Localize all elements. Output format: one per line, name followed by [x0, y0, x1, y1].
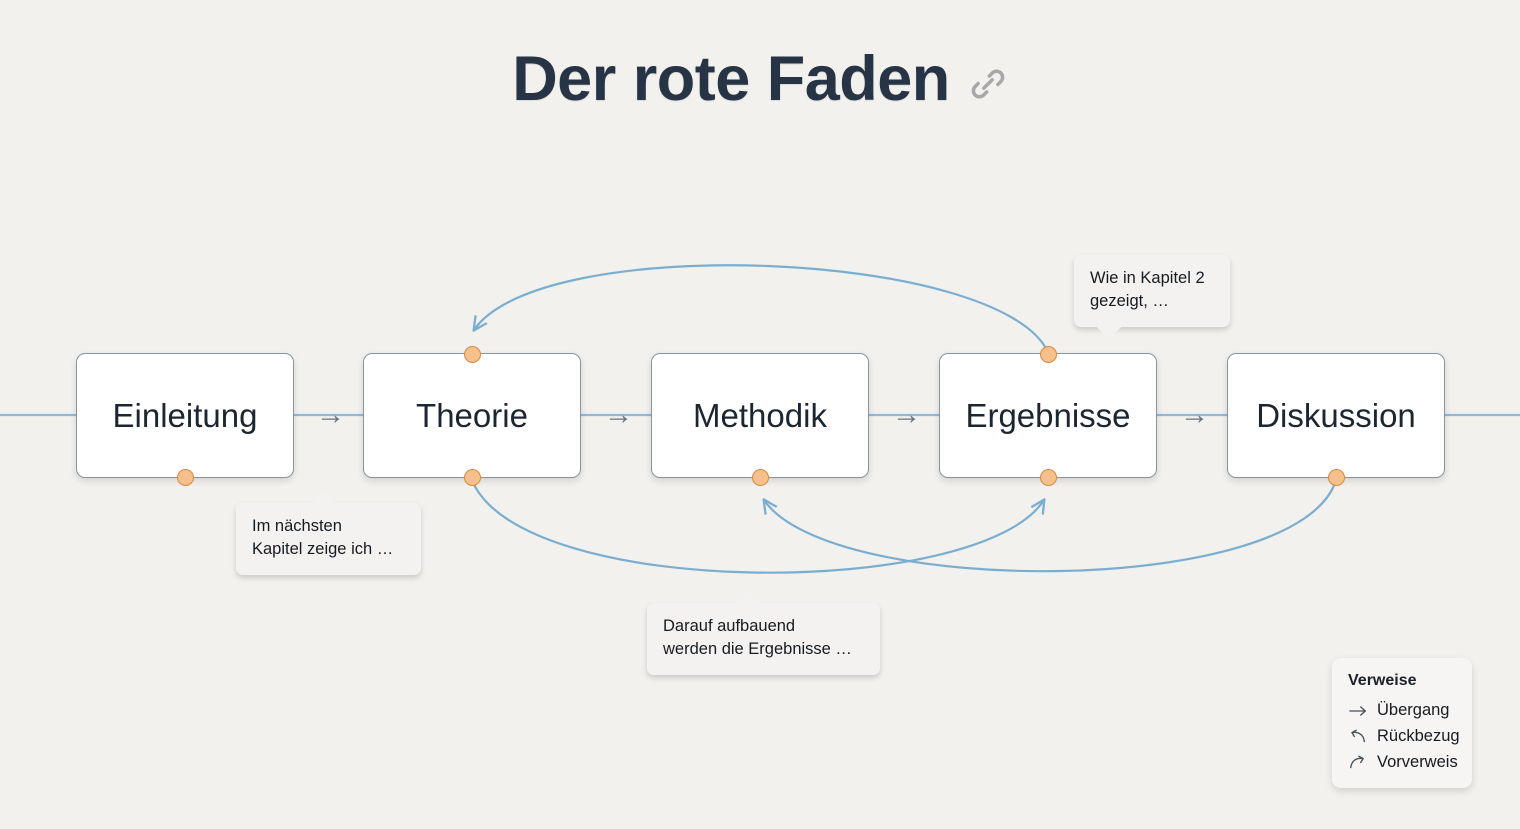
callout-ergebnisse: Wie in Kapitel 2 gezeigt, …	[1074, 255, 1230, 340]
legend-panel: Verweise Übergang Rückbezug	[1332, 658, 1472, 788]
chapter-node-methodik[interactable]: Methodik	[651, 353, 869, 486]
transition-arrow-ergebnisse-diskussion: →	[1180, 399, 1209, 431]
connector-dot-bottom[interactable]	[1327, 468, 1345, 486]
arrow-curve-back-icon	[1348, 728, 1368, 746]
callout-line: Im nächsten	[252, 517, 342, 535]
reference-arc-ergebnisse-theorie	[474, 264, 1049, 353]
reference-arc-diskussion-methodik	[764, 479, 1338, 573]
reference-arc-theorie-ergebnisse	[470, 479, 1044, 574]
chapter-node-diskussion[interactable]: Diskussion	[1227, 353, 1445, 486]
chapter-node-label: Theorie	[416, 396, 528, 434]
chapter-node-label: Einleitung	[112, 396, 258, 434]
callout-tail	[735, 590, 761, 604]
callout-tail	[1096, 325, 1122, 340]
chapter-node-label: Methodik	[693, 396, 827, 434]
callout-line: werden die Ergebnisse …	[663, 640, 852, 659]
legend-item-label: Übergang	[1377, 701, 1450, 719]
chapter-node-theorie[interactable]: Theorie	[363, 345, 581, 486]
callout-line: Kapitel zeige ich …	[252, 540, 394, 559]
callout-line: Wie in Kapitel 2	[1090, 269, 1205, 287]
connector-dot-top[interactable]	[463, 345, 481, 363]
connector-dot-top[interactable]	[1039, 345, 1057, 363]
transition-arrow-methodik-ergebnisse: →	[892, 399, 921, 431]
legend-item-label: Vorverweis	[1377, 753, 1458, 771]
chapter-node-label: Diskussion	[1256, 396, 1416, 434]
arrow-curve-forward-icon	[1348, 754, 1368, 772]
callout-einleitung: Im nächsten Kapitel zeige ich …	[236, 490, 421, 575]
transition-arrow-einleitung-theorie: →	[316, 399, 345, 431]
callout-line: Darauf aufbauend	[663, 617, 796, 635]
chapter-node-einleitung[interactable]: Einleitung	[76, 353, 294, 486]
chapter-node-ergebnisse[interactable]: Ergebnisse	[939, 345, 1157, 486]
callout-theorie: Darauf aufbauend werden die Ergebnisse …	[647, 590, 880, 675]
legend-item-vorverweis: Vorverweis	[1348, 753, 1458, 772]
transition-arrow-theorie-methodik: →	[604, 399, 633, 431]
connector-dot-bottom[interactable]	[176, 468, 194, 486]
connector-dot-bottom[interactable]	[463, 468, 481, 486]
legend-item-label: Rückbezug	[1377, 727, 1460, 745]
connector-dot-bottom[interactable]	[1039, 468, 1057, 486]
legend-item-rueckbezug: Rückbezug	[1348, 727, 1460, 746]
legend-item-uebergang: Übergang	[1348, 701, 1456, 720]
legend-title: Verweise	[1348, 672, 1417, 689]
callout-tail	[310, 490, 336, 504]
link-chain-icon[interactable]	[968, 64, 1008, 104]
connector-dot-bottom[interactable]	[751, 468, 769, 486]
chapter-node-label: Ergebnisse	[965, 396, 1131, 434]
callout-line: gezeigt, …	[1090, 292, 1169, 311]
arrow-right-icon	[1348, 702, 1368, 720]
page-title-text: Der rote Faden	[512, 44, 950, 114]
page-title: Der rote Faden	[0, 48, 1520, 111]
